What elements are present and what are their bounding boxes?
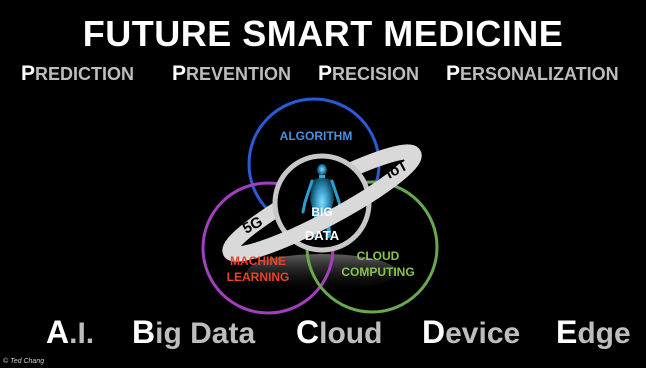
keyword-big-data: Big Data: [132, 314, 255, 352]
principle-prevention: PREVENTION: [172, 63, 291, 85]
principle-initial: P: [318, 62, 333, 85]
center-label-line2: DATA: [305, 228, 340, 243]
keyword-initial: C: [296, 314, 320, 350]
algorithm-label: ALGORITHM: [280, 129, 353, 143]
slide-title: FUTURE SMART MEDICINE: [82, 13, 564, 54]
keyword-rest: .I.: [69, 317, 95, 350]
principle-rest: REDICTION: [35, 64, 135, 84]
cloud-label-line1: CLOUD: [357, 249, 400, 263]
principle-initial: P: [21, 62, 36, 85]
keyword-rest: dge: [577, 317, 631, 350]
principle-rest: ERSONALIZATION: [460, 64, 619, 84]
principle-rest: RECISION: [332, 64, 420, 84]
keyword-device: Device: [422, 314, 520, 352]
principle-rest: REVENTION: [186, 64, 292, 84]
principle-prediction: PREDICTION: [21, 63, 134, 85]
network-ring-front: [223, 150, 422, 262]
keyword-cloud: Cloud: [296, 314, 382, 352]
keyword-edge: Edge: [556, 314, 631, 352]
keyword-initial: A: [46, 314, 70, 350]
credit-text: © Ted Chang: [3, 358, 45, 365]
machine-label-line2: LEARNING: [227, 270, 290, 284]
center-shadow: [247, 254, 397, 290]
principle-initial: P: [172, 62, 187, 85]
machine-label-line1: MACHINE: [230, 254, 286, 268]
center-label-line1: BIG: [311, 205, 332, 219]
keyword-rest: loud: [319, 317, 383, 350]
keyword-ai: A.I.: [46, 314, 94, 352]
keyword-initial: D: [422, 314, 446, 350]
keyword-rest: evice: [445, 317, 521, 350]
principle-initial: P: [446, 62, 461, 85]
keyword-rest: ig Data: [155, 317, 256, 350]
keyword-initial: E: [556, 314, 578, 350]
principle-precision: PRECISION: [318, 63, 419, 85]
principle-personalization: PERSONALIZATION: [446, 63, 619, 85]
cloud-label-line2: COMPUTING: [341, 265, 414, 279]
keyword-initial: B: [132, 314, 156, 350]
